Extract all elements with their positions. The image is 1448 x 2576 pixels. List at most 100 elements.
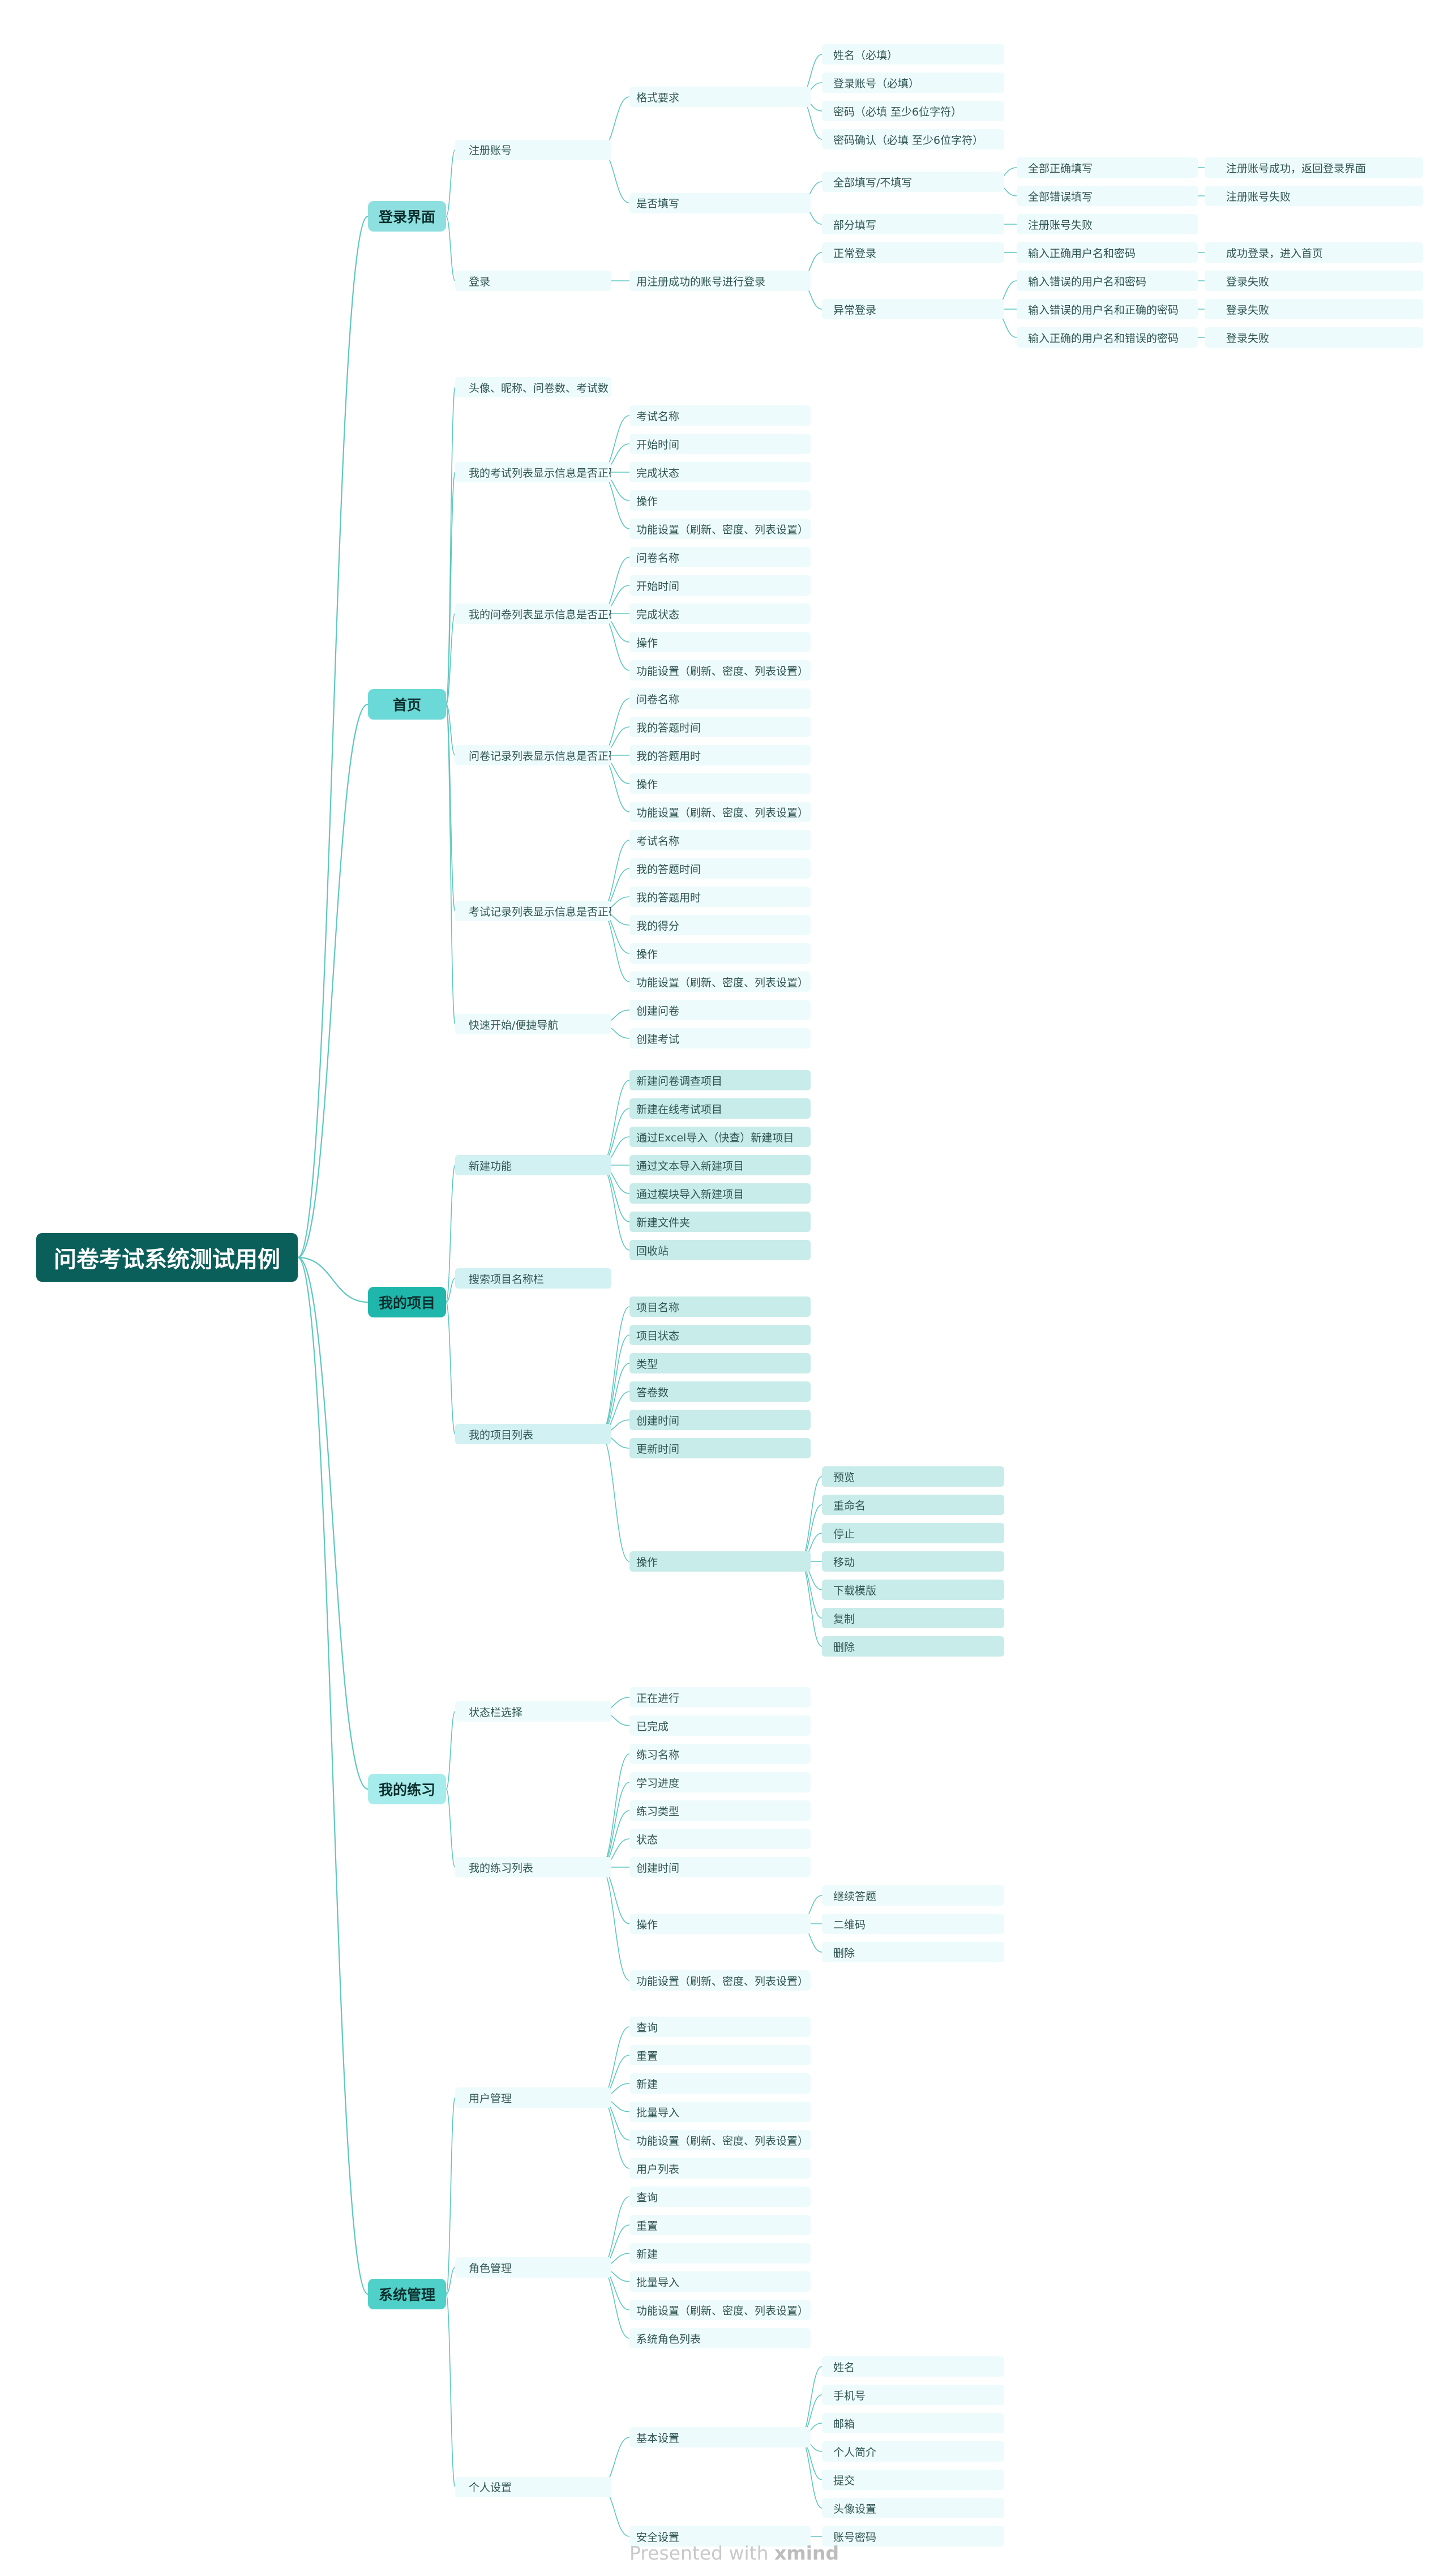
topic-depth-3[interactable]: 我的答题时间 xyxy=(629,717,811,737)
main-topic-5[interactable]: 系统管理 xyxy=(368,2279,446,2309)
topic-depth-4[interactable]: 删除 xyxy=(822,1636,1004,1657)
topic-depth-3[interactable]: 功能设置（刷新、密度、列表设置） xyxy=(629,660,811,681)
topic-depth-4[interactable]: 异常登录 xyxy=(822,299,1004,319)
topic-depth-4[interactable]: 二维码 xyxy=(822,1914,1004,1934)
topic-depth-3[interactable]: 操作 xyxy=(629,773,811,794)
topic-depth-3[interactable]: 功能设置（刷新、密度、列表设置） xyxy=(629,972,811,992)
topic-depth-3[interactable]: 状态 xyxy=(629,1829,811,1849)
topic-depth-3[interactable]: 安全设置 xyxy=(629,2526,811,2547)
topic-depth-3[interactable]: 问卷名称 xyxy=(629,688,811,709)
topic-depth-3[interactable]: 更新时间 xyxy=(629,1438,811,1458)
topic-depth-4[interactable]: 姓名（必填） xyxy=(822,44,1004,65)
topic-depth-4[interactable]: 部分填写 xyxy=(822,214,1004,234)
topic-depth-4[interactable]: 正常登录 xyxy=(822,242,1004,263)
topic-depth-4[interactable]: 头像设置 xyxy=(822,2498,1004,2518)
topic-depth-4[interactable]: 密码确认（必填 至少6位字符） xyxy=(822,129,1004,149)
topic-depth-3[interactable]: 新建在线考试项目 xyxy=(629,1098,811,1119)
topic-depth-3[interactable]: 类型 xyxy=(629,1353,811,1373)
topic-depth-3[interactable]: 操作 xyxy=(629,632,811,652)
topic-depth-2[interactable]: 我的练习列表 xyxy=(455,1857,611,1877)
topic-depth-2[interactable]: 我的项目列表 xyxy=(455,1424,611,1444)
topic-depth-3[interactable]: 学习进度 xyxy=(629,1772,811,1792)
topic-depth-2[interactable]: 状态栏选择 xyxy=(455,1701,611,1722)
topic-depth-3[interactable]: 练习名称 xyxy=(629,1744,811,1764)
topic-depth-4[interactable]: 继续答题 xyxy=(822,1885,1004,1906)
topic-depth-3[interactable]: 项目名称 xyxy=(629,1296,811,1317)
topic-depth-3[interactable]: 批量导入 xyxy=(629,2102,811,2122)
topic-depth-3[interactable]: 创建问卷 xyxy=(629,1000,811,1020)
topic-depth-3[interactable]: 回收站 xyxy=(629,1240,811,1260)
topic-depth-6[interactable]: 注册账号成功，返回登录界面 xyxy=(1205,157,1423,178)
topic-depth-3[interactable]: 通过模块导入新建项目 xyxy=(629,1183,811,1204)
central-topic[interactable]: 问卷考试系统测试用例 xyxy=(36,1233,298,1282)
topic-depth-2[interactable]: 我的问卷列表显示信息是否正确 xyxy=(455,604,611,624)
topic-depth-4[interactable]: 手机号 xyxy=(822,2385,1004,2405)
topic-depth-3[interactable]: 系统角色列表 xyxy=(629,2328,811,2348)
topic-depth-4[interactable]: 个人简介 xyxy=(822,2441,1004,2462)
topic-depth-3[interactable]: 完成状态 xyxy=(629,604,811,624)
topic-depth-4[interactable]: 密码（必填 至少6位字符） xyxy=(822,101,1004,121)
topic-depth-5[interactable]: 输入错误的用户名和密码 xyxy=(1017,271,1198,291)
topic-depth-4[interactable]: 账号密码 xyxy=(822,2526,1004,2547)
topic-depth-2[interactable]: 考试记录列表显示信息是否正确 xyxy=(455,901,611,921)
topic-depth-4[interactable]: 姓名 xyxy=(822,2356,1004,2377)
topic-depth-2[interactable]: 头像、昵称、问卷数、考试数 xyxy=(455,377,611,397)
topic-depth-4[interactable]: 移动 xyxy=(822,1551,1004,1572)
topic-depth-4[interactable]: 下载模版 xyxy=(822,1580,1004,1600)
topic-depth-5[interactable]: 全部正确填写 xyxy=(1017,157,1198,178)
topic-depth-4[interactable]: 提交 xyxy=(822,2470,1004,2490)
topic-depth-6[interactable]: 登录失败 xyxy=(1205,327,1423,348)
topic-depth-3[interactable]: 新建文件夹 xyxy=(629,1212,811,1232)
topic-depth-3[interactable]: 考试名称 xyxy=(629,405,811,426)
topic-depth-2[interactable]: 登录 xyxy=(455,271,611,291)
topic-depth-3[interactable]: 正在进行 xyxy=(629,1687,811,1708)
topic-depth-3[interactable]: 练习类型 xyxy=(629,1800,811,1821)
topic-depth-3[interactable]: 查询 xyxy=(629,2017,811,2037)
topic-depth-3[interactable]: 操作 xyxy=(629,1914,811,1934)
topic-depth-6[interactable]: 注册账号失败 xyxy=(1205,186,1423,206)
topic-depth-2[interactable]: 注册账号 xyxy=(455,139,611,160)
topic-depth-3[interactable]: 考试名称 xyxy=(629,830,811,850)
topic-depth-3[interactable]: 创建时间 xyxy=(629,1857,811,1877)
topic-depth-6[interactable]: 登录失败 xyxy=(1205,299,1423,319)
topic-depth-6[interactable]: 登录失败 xyxy=(1205,271,1423,291)
topic-depth-3[interactable]: 操作 xyxy=(629,1551,811,1572)
topic-depth-4[interactable]: 全部填写/不填写 xyxy=(822,172,1004,192)
topic-depth-3[interactable]: 用注册成功的账号进行登录 xyxy=(629,271,811,291)
topic-depth-3[interactable]: 开始时间 xyxy=(629,575,811,596)
topic-depth-3[interactable]: 完成状态 xyxy=(629,462,811,482)
topic-depth-3[interactable]: 功能设置（刷新、密度、列表设置） xyxy=(629,519,811,539)
topic-depth-4[interactable]: 预览 xyxy=(822,1466,1004,1487)
topic-depth-4[interactable]: 邮箱 xyxy=(822,2413,1004,2433)
topic-depth-3[interactable]: 我的答题用时 xyxy=(629,887,811,907)
topic-depth-4[interactable]: 复制 xyxy=(822,1608,1004,1628)
topic-depth-2[interactable]: 快速开始/便捷导航 xyxy=(455,1014,611,1034)
topic-depth-6[interactable]: 成功登录，进入首页 xyxy=(1205,242,1423,263)
topic-depth-3[interactable]: 功能设置（刷新、密度、列表设置） xyxy=(629,2300,811,2320)
topic-depth-5[interactable]: 输入正确用户名和密码 xyxy=(1017,242,1198,263)
topic-depth-5[interactable]: 全部错误填写 xyxy=(1017,186,1198,206)
main-topic-3[interactable]: 我的项目 xyxy=(368,1287,446,1317)
topic-depth-3[interactable]: 答卷数 xyxy=(629,1381,811,1402)
topic-depth-3[interactable]: 查询 xyxy=(629,2186,811,2207)
topic-depth-2[interactable]: 角色管理 xyxy=(455,2257,611,2278)
topic-depth-3[interactable]: 功能设置（刷新、密度、列表设置） xyxy=(629,2130,811,2150)
topic-depth-3[interactable]: 开始时间 xyxy=(629,434,811,454)
main-topic-4[interactable]: 我的练习 xyxy=(368,1774,446,1804)
topic-depth-3[interactable]: 问卷名称 xyxy=(629,547,811,567)
topic-depth-3[interactable]: 项目状态 xyxy=(629,1325,811,1345)
topic-depth-3[interactable]: 操作 xyxy=(629,490,811,511)
topic-depth-3[interactable]: 已完成 xyxy=(629,1715,811,1736)
topic-depth-2[interactable]: 新建功能 xyxy=(455,1155,611,1175)
topic-depth-5[interactable]: 输入错误的用户名和正确的密码 xyxy=(1017,299,1198,319)
topic-depth-3[interactable]: 通过文本导入新建项目 xyxy=(629,1155,811,1175)
topic-depth-3[interactable]: 用户列表 xyxy=(629,2158,811,2179)
topic-depth-2[interactable]: 我的考试列表显示信息是否正确 xyxy=(455,462,611,482)
topic-depth-3[interactable]: 重置 xyxy=(629,2045,811,2065)
topic-depth-2[interactable]: 搜索项目名称栏 xyxy=(455,1268,611,1289)
topic-depth-2[interactable]: 问卷记录列表显示信息是否正确 xyxy=(455,745,611,765)
main-topic-2[interactable]: 首页 xyxy=(368,689,446,720)
topic-depth-2[interactable]: 用户管理 xyxy=(455,2087,611,2108)
topic-depth-3[interactable]: 功能设置（刷新、密度、列表设置） xyxy=(629,802,811,822)
topic-depth-2[interactable]: 个人设置 xyxy=(455,2476,611,2497)
